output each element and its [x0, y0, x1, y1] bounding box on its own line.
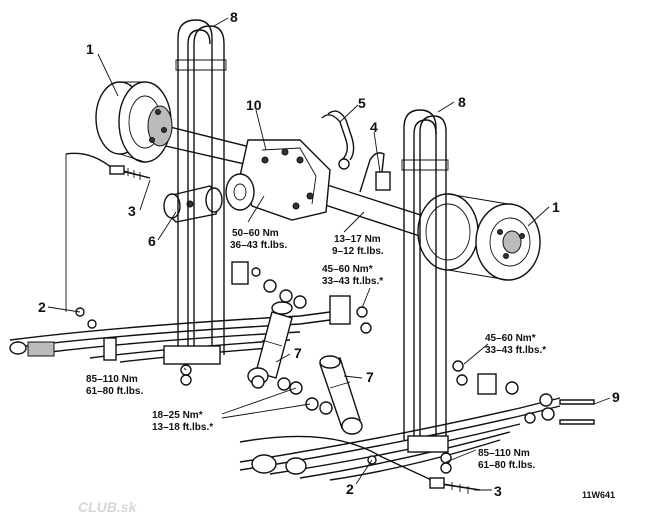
torque-upper-shock-nm: 45–60 Nm* — [322, 264, 373, 275]
callout-labels: 1 1 2 2 3 3 4 5 6 7 7 8 8 9 10 — [38, 9, 620, 499]
torque-breather-nm: 13–17 Nm — [334, 234, 381, 245]
right-leaf-spring — [239, 397, 561, 481]
callout-9: 9 — [612, 389, 620, 405]
torque-ubolt-right-nm: 85–110 Nm — [478, 448, 530, 459]
callout-6: 6 — [148, 233, 156, 249]
callout-7-left: 7 — [294, 345, 302, 361]
watermark: CLUB.sk — [78, 499, 138, 515]
torque-lower-shock-nm: 18–25 Nm* — [152, 410, 203, 421]
u-bolt-left — [175, 19, 227, 355]
axle-housing — [147, 121, 433, 241]
torque-ubolt-left-ftlbs: 61–80 ft.lbs. — [86, 386, 143, 397]
callout-3-right: 3 — [494, 483, 502, 499]
torque-lower-shock-ftlbs: 13–18 ft.lbs.* — [152, 422, 213, 433]
breather-hose — [321, 110, 355, 170]
callout-3-left: 3 — [128, 203, 136, 219]
torque-diff-mount-ftlbs: 36–43 ft.lbs. — [230, 240, 287, 251]
left-leaf-spring — [9, 311, 331, 365]
hardware-set — [75, 261, 595, 474]
right-shock-absorber — [319, 355, 363, 435]
callout-8-right: 8 — [458, 94, 466, 110]
callout-7-right: 7 — [366, 369, 374, 385]
torque-ubolt-left-nm: 85–110 Nm — [86, 374, 138, 385]
torque-rear-shackle-ftlbs: 33–43 ft.lbs.* — [485, 345, 546, 356]
right-brake-drum — [417, 193, 541, 281]
callout-4: 4 — [370, 119, 378, 135]
leader-lines — [47, 17, 611, 491]
left-brake-drum — [95, 81, 173, 163]
left-brake-cable — [65, 152, 151, 312]
torque-labels: 50–60 Nm 36–43 ft.lbs. 13–17 Nm 9–12 ft.… — [86, 228, 546, 471]
u-bolt-right — [401, 109, 449, 440]
callout-1-left: 1 — [86, 41, 94, 57]
torque-upper-shock-ftlbs: 33–43 ft.lbs.* — [322, 276, 383, 287]
torque-ubolt-right-ftlbs: 61–80 ft.lbs. — [478, 460, 535, 471]
callout-8-left: 8 — [230, 9, 238, 25]
breather-pipe — [359, 152, 391, 193]
callout-2-right: 2 — [346, 481, 354, 497]
torque-breather-ftlbs: 9–12 ft.lbs. — [332, 246, 384, 257]
figure-reference: 11W641 — [582, 490, 615, 500]
callout-10: 10 — [246, 97, 262, 113]
torque-rear-shackle-nm: 45–60 Nm* — [485, 333, 536, 344]
right-brake-cable — [239, 435, 481, 494]
callout-1-right: 1 — [552, 199, 560, 215]
callout-5: 5 — [358, 95, 366, 111]
callout-2-left: 2 — [38, 299, 46, 315]
torque-diff-mount-nm: 50–60 Nm — [232, 228, 279, 239]
